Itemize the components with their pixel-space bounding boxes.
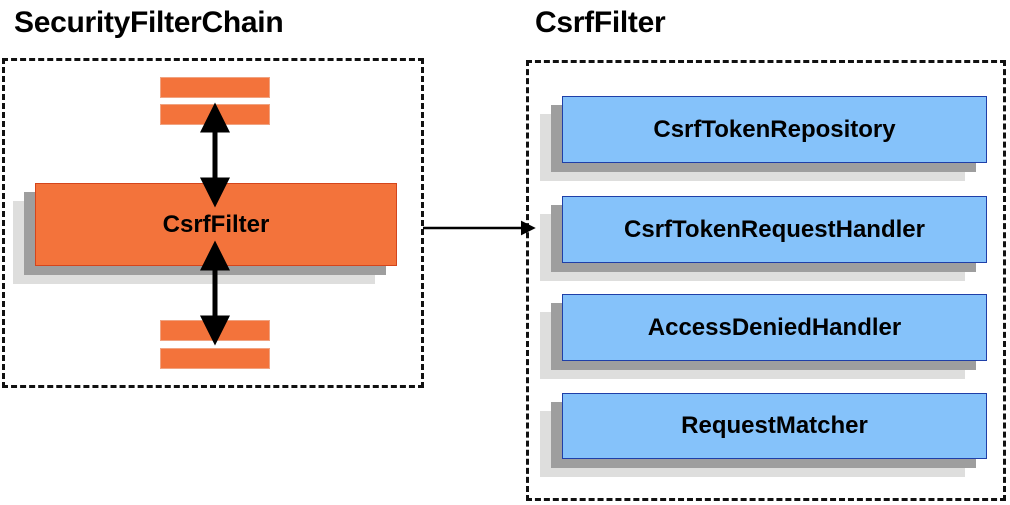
- node-label-request-matcher: RequestMatcher: [681, 412, 868, 439]
- node-face: CsrfTokenRepository: [562, 96, 987, 163]
- node-label-access-denied-handler: AccessDeniedHandler: [647, 313, 902, 341]
- page-title-csrf-filter: CsrfFilter: [535, 6, 666, 39]
- node-label-csrf-token-request-handler: CsrfTokenRequestHandler: [624, 215, 925, 243]
- node-csrf-token-repository[interactable]: CsrfTokenRepository: [540, 96, 987, 181]
- node-face: AccessDeniedHandler: [562, 294, 987, 361]
- group-csrf-filter-collaborators: [526, 60, 1006, 501]
- filter-stub-1: [160, 77, 270, 98]
- node-face: CsrfFilter: [35, 183, 397, 266]
- node-access-denied-handler[interactable]: AccessDeniedHandler: [540, 294, 987, 379]
- node-csrf-token-request-handler[interactable]: CsrfTokenRequestHandler: [540, 196, 987, 281]
- node-label-csrf-token-repository: CsrfTokenRepository: [653, 115, 896, 143]
- node-request-matcher[interactable]: RequestMatcher: [540, 393, 987, 477]
- filter-stub-4: [160, 348, 270, 369]
- node-face: RequestMatcher: [562, 393, 987, 459]
- node-face: CsrfTokenRequestHandler: [562, 196, 987, 263]
- page-title-security-filter-chain: SecurityFilterChain: [14, 6, 284, 39]
- filter-stub-2: [160, 104, 270, 125]
- node-csrf-filter[interactable]: CsrfFilter: [13, 183, 397, 284]
- node-label-csrf-filter: CsrfFilter: [162, 210, 270, 238]
- filter-stub-3: [160, 320, 270, 341]
- group-security-filter-chain: [2, 58, 424, 388]
